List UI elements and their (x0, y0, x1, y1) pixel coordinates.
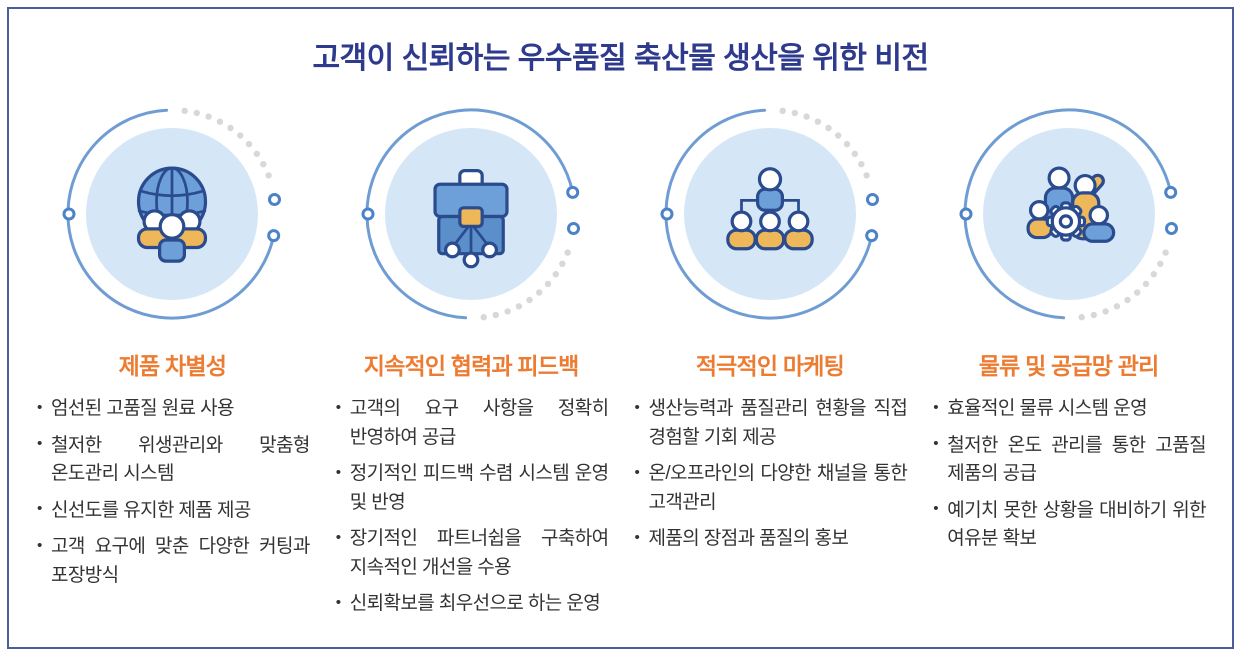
bullet-item: 철저한 위생관리와 맞춤형 온도관리 시스템 (37, 432, 310, 489)
bullet-item: 예기치 못한 상황을 대비하기 위한 여유분 확보 (933, 497, 1206, 554)
icon-wrap (959, 99, 1179, 329)
team-gear-icon (1026, 166, 1115, 243)
vision-columns: 제품 차별성 엄선된 고품질 원료 사용철저한 위생관리와 맞춤형 온도관리 시… (9, 99, 1232, 627)
bullet-list: 생산능력과 품질관리 현황을 직접 경험할 기회 제공온/오프라인의 다양한 채… (629, 395, 912, 554)
icon-wrap (660, 99, 880, 329)
vision-column: 제품 차별성 엄선된 고품질 원료 사용철저한 위생관리와 맞춤형 온도관리 시… (31, 99, 314, 627)
page-frame: 고객이 신뢰하는 우수품질 축산물 생산을 위한 비전 제품 차별성 엄선된 고… (7, 7, 1234, 649)
bullet-item: 철저한 온도 관리를 통한 고품질 제품의 공급 (933, 432, 1206, 489)
bullet-item: 신선도를 유지한 제품 제공 (37, 497, 310, 526)
bullet-item: 장기적인 파트너쉽을 구축하여 지속적인 개선을 수용 (336, 525, 609, 582)
bullet-item: 온/오프라인의 다양한 채널을 통한 고객관리 (635, 460, 908, 517)
bullet-item: 생산능력과 품질관리 현황을 직접 경험할 기회 제공 (635, 395, 908, 452)
icon-wrap (361, 99, 581, 329)
column-heading: 적극적인 마케팅 (695, 353, 845, 379)
bullet-list: 고객의 요구 사항을 정확히 반영하여 공급정기적인 피드백 수렴 시스템 운영… (330, 395, 613, 619)
page-title: 고객이 신뢰하는 우수품질 축산물 생산을 위한 비전 (312, 42, 929, 75)
vision-column: 물류 및 공급망 관리 효율적인 물류 시스템 운영철저한 온도 관리를 통한 … (927, 99, 1210, 627)
globe-people-icon (137, 166, 208, 263)
vision-column: 지속적인 협력과 피드백 고객의 요구 사항을 정확히 반영하여 공급정기적인 … (330, 99, 613, 627)
column-heading: 지속적인 협력과 피드백 (363, 353, 580, 379)
bullet-list: 엄선된 고품질 원료 사용철저한 위생관리와 맞춤형 온도관리 시스템신선도를 … (31, 395, 314, 590)
column-heading: 물류 및 공급망 관리 (978, 353, 1159, 379)
bullet-list: 효율적인 물류 시스템 운영철저한 온도 관리를 통한 고품질 제품의 공급예기… (927, 395, 1210, 554)
org-chart-icon (726, 167, 814, 251)
briefcase-network-icon (433, 168, 509, 269)
bullet-item: 고객 요구에 맞춘 다양한 커팅과 포장방식 (37, 533, 310, 590)
bullet-item: 신뢰확보를 최우선으로 하는 운영 (336, 590, 609, 619)
bullet-item: 제품의 장점과 품질의 홍보 (635, 525, 908, 554)
bullet-item: 효율적인 물류 시스템 운영 (933, 395, 1206, 424)
bullet-item: 정기적인 피드백 수렴 시스템 운영 및 반영 (336, 460, 609, 517)
icon-wrap (62, 99, 282, 329)
bullet-item: 고객의 요구 사항을 정확히 반영하여 공급 (336, 395, 609, 452)
column-heading: 제품 차별성 (118, 353, 227, 379)
vision-column: 적극적인 마케팅 생산능력과 품질관리 현황을 직접 경험할 기회 제공온/오프… (629, 99, 912, 627)
bullet-item: 엄선된 고품질 원료 사용 (37, 395, 310, 424)
